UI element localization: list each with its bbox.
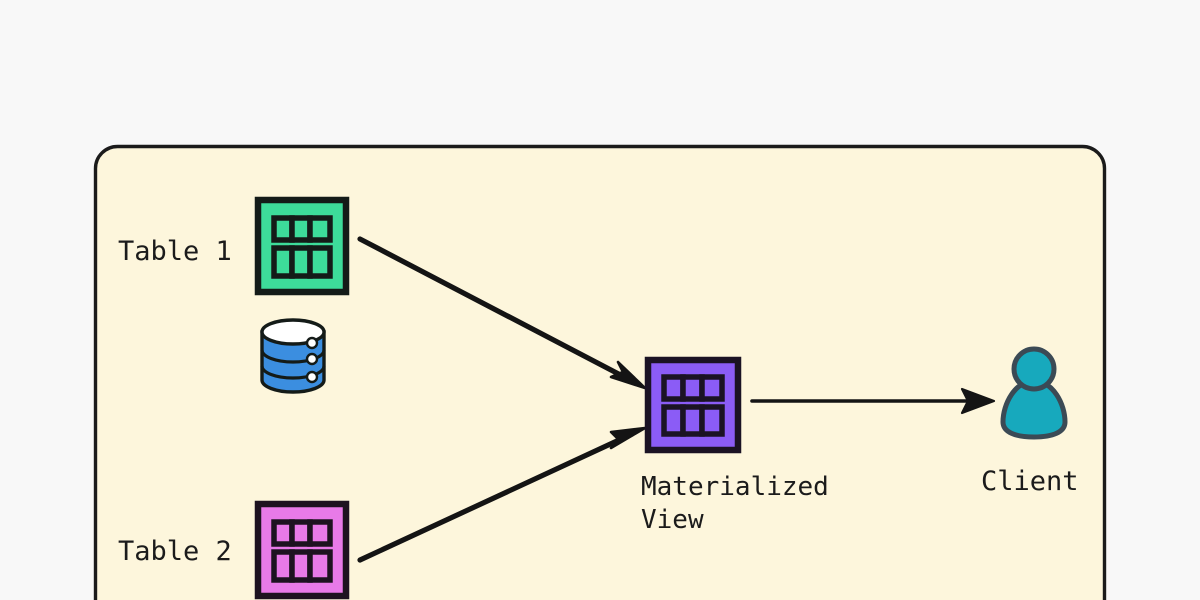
table-1-label: Table 1 [118, 236, 232, 267]
edge-table2-to-mv [357, 426, 647, 563]
edge-mv-to-client [750, 387, 996, 415]
node-client[interactable]: Client [981, 346, 1079, 497]
table-icon [644, 356, 742, 454]
client-label: Client [981, 466, 1079, 497]
node-materialized-view[interactable]: Materialized View [641, 356, 829, 535]
table-2-label: Table 2 [118, 536, 232, 567]
materialized-view-label-line-2: View [641, 505, 704, 535]
database-cylinder-icon [260, 318, 326, 394]
node-table-1[interactable]: Table 1 [118, 196, 350, 296]
diagram-panel [93, 144, 1107, 600]
edge-table1-to-mv [357, 236, 647, 390]
table-icon [254, 500, 350, 600]
node-table-2[interactable]: Table 2 [118, 500, 350, 600]
person-icon [1000, 346, 1068, 440]
materialized-view-label-line-1: Materialized [641, 472, 829, 502]
node-database[interactable] [260, 318, 326, 394]
table-icon [254, 196, 350, 296]
